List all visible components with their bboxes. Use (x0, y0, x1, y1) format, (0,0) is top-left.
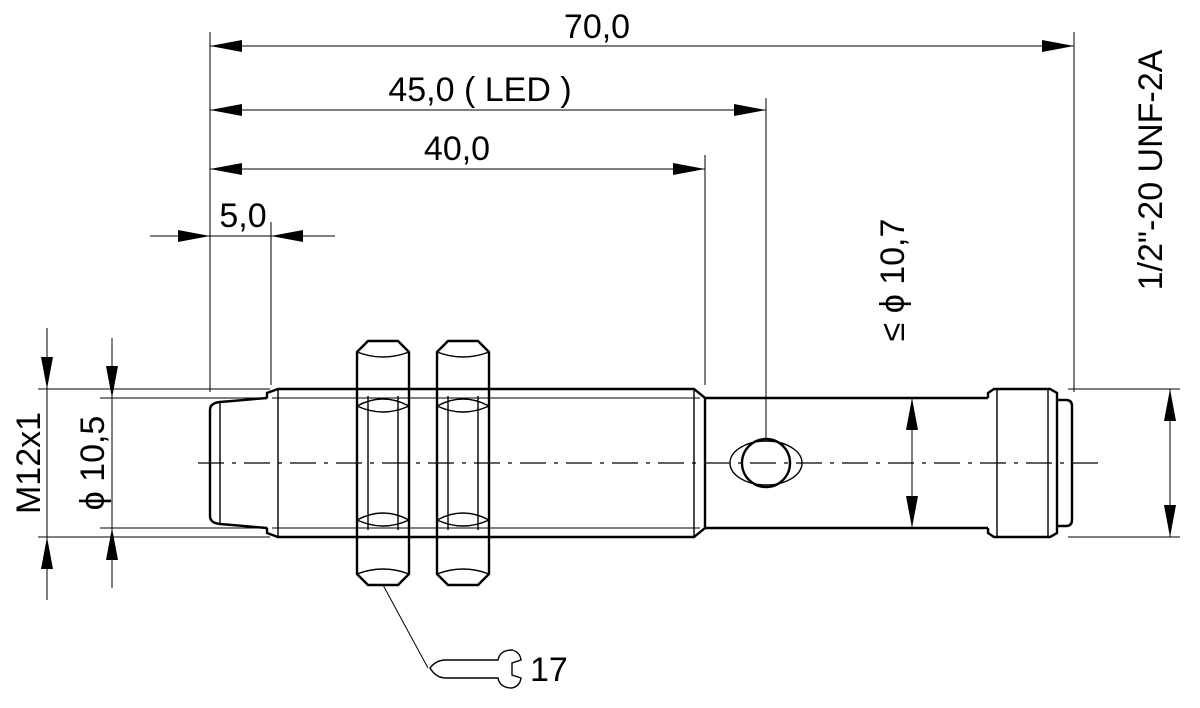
wrench-icon (429, 649, 522, 689)
label-thread-spec: M12x1 (10, 412, 48, 514)
label-thread-length: 40,0 (424, 130, 490, 168)
wrench-callout (382, 584, 522, 689)
label-face-diameter: ϕ 10,5 (74, 416, 112, 511)
hex-nut-2 (435, 339, 491, 587)
dimension-labels: 70,0 45,0 ( LED ) 40,0 5,0 17 M12x1 ϕ 10… (10, 8, 1170, 689)
rear-body (705, 396, 988, 530)
sensor-body (198, 339, 1100, 587)
hex-nut-1 (355, 339, 411, 587)
label-front-offset: 5,0 (219, 197, 266, 235)
label-led-position: 45,0 ( LED ) (388, 71, 571, 109)
label-connector-thread: 1/2"-20 UNF-2A (1132, 49, 1170, 290)
label-wrench-size: 17 (530, 651, 568, 689)
extension-lines (38, 32, 1180, 538)
dimension-lines (41, 40, 1176, 600)
label-overall-length: 70,0 (564, 8, 630, 46)
wrench-leader (382, 584, 429, 669)
label-body-diameter: ≤ ϕ 10,7 (874, 219, 912, 342)
